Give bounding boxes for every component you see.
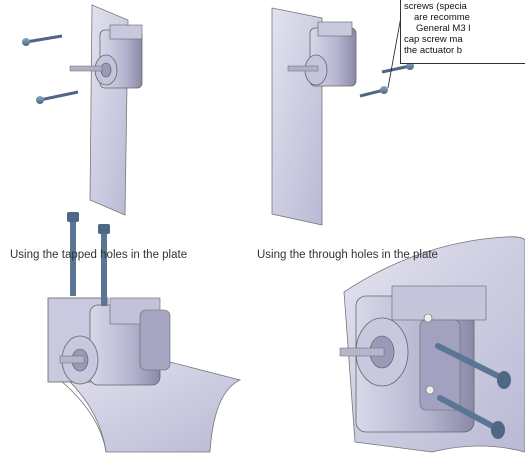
illustration-through-holes xyxy=(271,0,414,226)
caption-tapped-holes: Using the tapped holes in the plate xyxy=(10,249,188,261)
callout-box: screws (specia are recomme General M3 l … xyxy=(400,0,525,64)
callout-line: cap screw ma xyxy=(404,34,463,45)
callout-line: General M3 l xyxy=(416,23,471,34)
illustration-wall-mount xyxy=(339,236,525,453)
callout-line: screws (specia xyxy=(404,1,467,12)
callout-line: the actuator b xyxy=(404,45,463,56)
caption-through-holes: Using the through holes in the plate xyxy=(257,249,438,261)
illustration-tapped-holes xyxy=(22,4,143,216)
illustration-base-mount xyxy=(47,212,242,453)
callout-line: are recomme xyxy=(414,12,470,23)
